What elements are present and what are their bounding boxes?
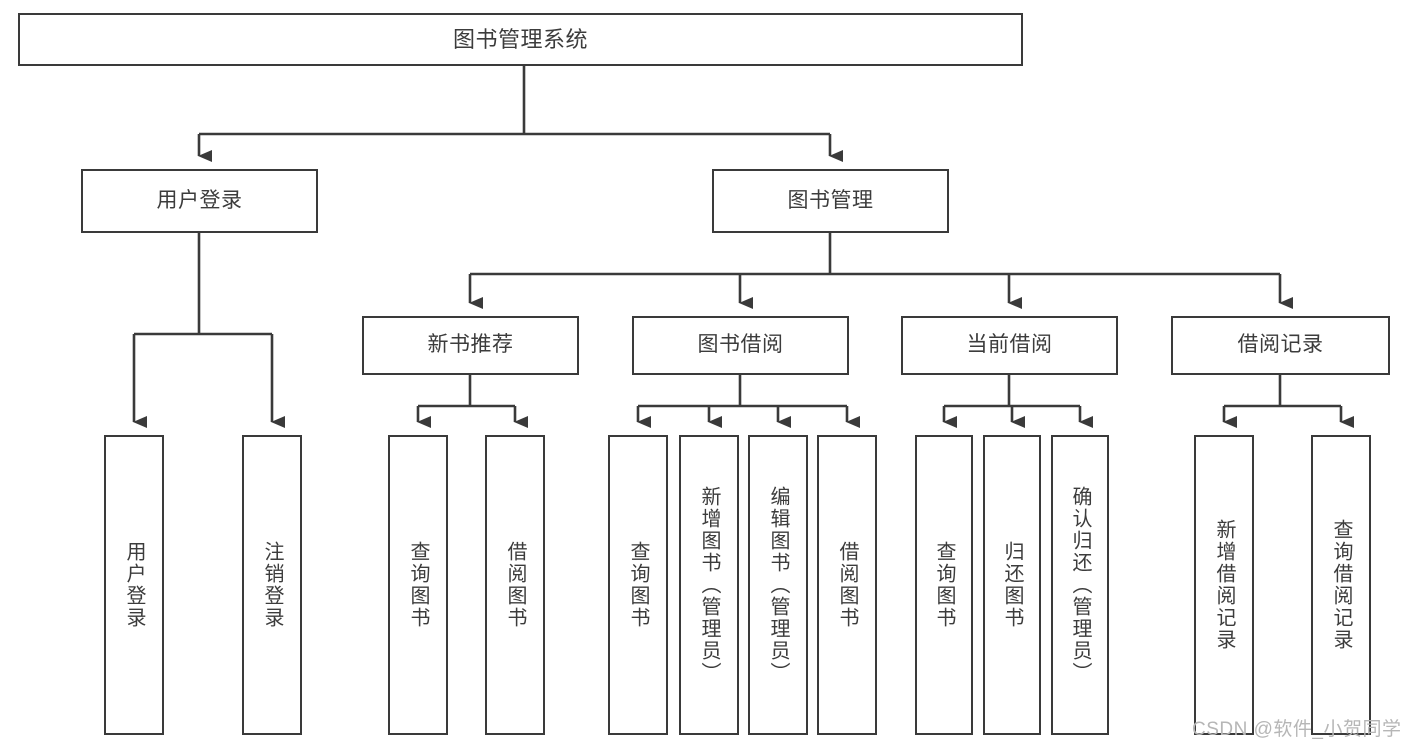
node-leaf-query-book-2[interactable]: 查询图书 xyxy=(608,435,668,735)
node-leaf-add-book[interactable]: 新增图书（管理员） xyxy=(679,435,739,735)
node-leaf-user-login-label: 用户登录 xyxy=(123,541,145,629)
node-leaf-borrow-book-2[interactable]: 借阅图书 xyxy=(817,435,877,735)
node-root[interactable]: 图书管理系统 xyxy=(18,13,1023,66)
node-leaf-query-book-1[interactable]: 查询图书 xyxy=(388,435,448,735)
node-current-borrow[interactable]: 当前借阅 xyxy=(901,316,1118,375)
node-leaf-borrow-book-2-label: 借阅图书 xyxy=(836,541,858,629)
node-leaf-add-book-label: 新增图书（管理员） xyxy=(698,486,720,684)
node-leaf-return-book[interactable]: 归还图书 xyxy=(983,435,1041,735)
node-book-manage-label: 图书管理 xyxy=(787,188,874,212)
node-leaf-logout[interactable]: 注销登录 xyxy=(242,435,302,735)
node-book-borrow[interactable]: 图书借阅 xyxy=(632,316,849,375)
node-leaf-logout-label: 注销登录 xyxy=(261,541,283,629)
node-user-login[interactable]: 用户登录 xyxy=(81,169,318,233)
node-leaf-add-record[interactable]: 新增借阅记录 xyxy=(1194,435,1254,735)
node-book-borrow-label: 图书借阅 xyxy=(697,333,784,357)
node-leaf-return-book-label: 归还图书 xyxy=(1001,541,1023,629)
node-new-book-recommend-label: 新书推荐 xyxy=(427,333,514,357)
node-leaf-edit-book-label: 编辑图书（管理员） xyxy=(767,486,789,684)
watermark-text: CSDN @软件_小贺同学 xyxy=(1192,719,1402,740)
node-user-login-label: 用户登录 xyxy=(156,188,243,212)
node-leaf-confirm-return[interactable]: 确认归还（管理员） xyxy=(1051,435,1109,735)
node-leaf-query-record[interactable]: 查询借阅记录 xyxy=(1311,435,1371,735)
node-root-label: 图书管理系统 xyxy=(452,26,588,52)
node-leaf-query-book-1-label: 查询图书 xyxy=(407,541,429,629)
node-current-borrow-label: 当前借阅 xyxy=(966,333,1053,357)
node-leaf-add-record-label: 新增借阅记录 xyxy=(1213,519,1235,651)
node-leaf-user-login[interactable]: 用户登录 xyxy=(104,435,164,735)
node-leaf-edit-book[interactable]: 编辑图书（管理员） xyxy=(748,435,808,735)
node-leaf-borrow-book-1[interactable]: 借阅图书 xyxy=(485,435,545,735)
node-borrow-record-label: 借阅记录 xyxy=(1237,333,1324,357)
node-leaf-query-book-3-label: 查询图书 xyxy=(933,541,955,629)
node-leaf-query-record-label: 查询借阅记录 xyxy=(1330,519,1352,651)
node-leaf-query-book-3[interactable]: 查询图书 xyxy=(915,435,973,735)
node-borrow-record[interactable]: 借阅记录 xyxy=(1171,316,1390,375)
node-leaf-query-book-2-label: 查询图书 xyxy=(627,541,649,629)
node-leaf-confirm-return-label: 确认归还（管理员） xyxy=(1069,486,1091,684)
node-leaf-borrow-book-1-label: 借阅图书 xyxy=(504,541,526,629)
node-book-manage[interactable]: 图书管理 xyxy=(712,169,949,233)
node-new-book-recommend[interactable]: 新书推荐 xyxy=(362,316,579,375)
